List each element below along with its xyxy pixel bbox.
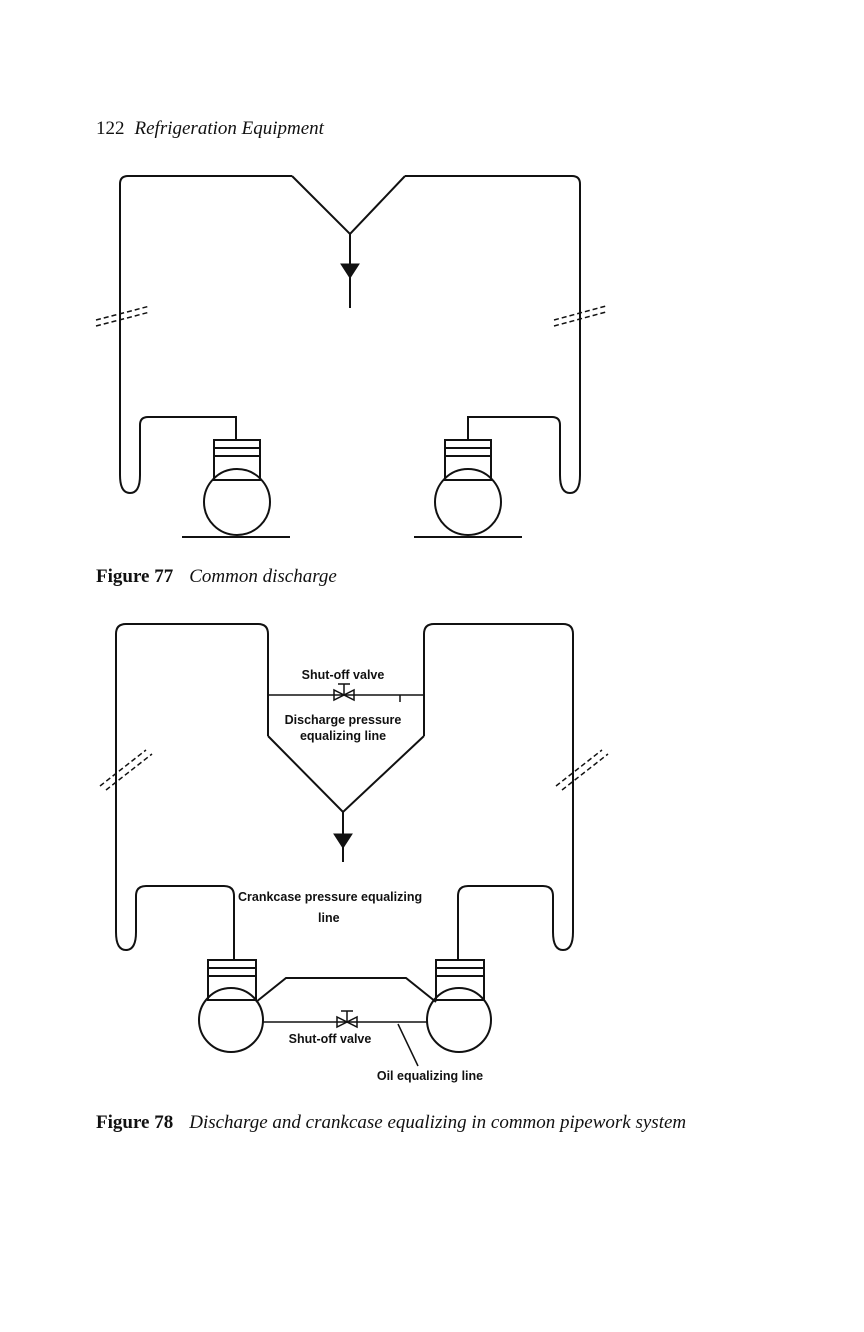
right-discharge-pipe [405, 176, 580, 493]
pipe-break-left-icon [96, 306, 150, 326]
compressor-left [182, 440, 290, 537]
figure-number: Figure 78 [96, 1112, 173, 1133]
pipe-break-left-icon [100, 750, 152, 790]
compressor-left [199, 960, 263, 1052]
discharge-label-line1: Discharge pressure [285, 713, 402, 727]
shut-off-valve-top-icon [334, 684, 354, 700]
compressor-right [414, 440, 522, 537]
running-head: 122 Refrigeration Equipment [96, 118, 324, 140]
top-valve-label: Shut-off valve [302, 668, 385, 682]
bottom-valve-label: Shut-off valve [289, 1032, 372, 1046]
caption-text: Common discharge [189, 566, 337, 587]
figure-77-caption: Figure 77 Common discharge [96, 566, 337, 588]
figure-78-diagram: Shut-off valve Discharge pressure equali… [0, 600, 864, 1100]
crankcase-equalizing-line [256, 978, 436, 1002]
left-discharge-pipe [116, 624, 268, 960]
figure-78-caption: Figure 78 Discharge and crankcase equaliz… [96, 1112, 686, 1134]
left-discharge-pipe [120, 176, 292, 493]
oil-line-label: Oil equalizing line [377, 1069, 483, 1083]
figure-number: Figure 77 [96, 566, 173, 587]
right-discharge-pipe [424, 624, 573, 960]
page-number: 122 [96, 118, 125, 139]
crankcase-label-line2: line [318, 911, 340, 925]
pipe-break-right-icon [556, 750, 608, 790]
oil-line-leader [398, 1024, 418, 1066]
figure-77-diagram [0, 160, 864, 555]
book-title: Refrigeration Equipment [135, 118, 324, 139]
compressor-right [427, 960, 491, 1052]
shut-off-valve-bottom-icon [337, 1011, 357, 1027]
flow-arrow-icon [334, 834, 352, 848]
y-junction [292, 176, 405, 308]
crankcase-label-line1: Crankcase pressure equalizing [238, 890, 422, 904]
caption-text: Discharge and crankcase equalizing in co… [189, 1112, 686, 1133]
discharge-label-line2: equalizing line [300, 729, 386, 743]
flow-arrow-icon [341, 264, 359, 278]
